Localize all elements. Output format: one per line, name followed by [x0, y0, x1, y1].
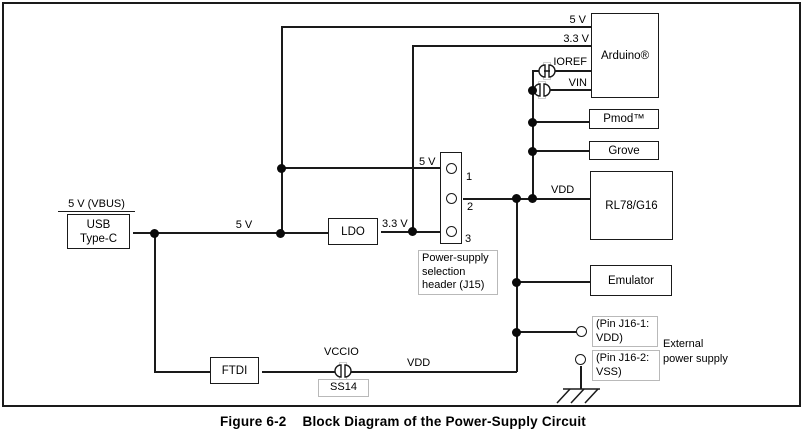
diagram-border: [2, 2, 801, 407]
grove-block: Grove: [589, 141, 659, 160]
vin-wire-label: VIN: [568, 77, 587, 89]
ftdi-block: FTDI: [210, 357, 259, 384]
ftdi-label: FTDI: [221, 364, 248, 377]
j16-2-line1: (Pin J16-2:: [596, 352, 650, 364]
junction-dot: [512, 278, 521, 287]
wire-3v3-top: [412, 45, 591, 47]
wire-ground-stem: [580, 366, 582, 389]
usb-line1: USB: [86, 218, 111, 231]
vdd-bottom-wire-label: VDD: [407, 357, 431, 369]
wire-pmod: [532, 121, 589, 123]
ldo-3v3-wire-label: 3.3 V: [382, 218, 408, 230]
wire-grove: [532, 150, 589, 152]
j16-1-line1: (Pin J16-1:: [596, 318, 650, 330]
ss14-diode-icon: [334, 362, 352, 380]
external-note-line1: External: [663, 338, 704, 350]
wire-riser-usb: [154, 232, 156, 372]
wire-ftdi-vdd: [262, 371, 517, 373]
figure-title: Block Diagram of the Power-Supply Circui…: [302, 414, 586, 429]
wire-riser-5v: [281, 26, 283, 233]
j15-pin1-number: 1: [466, 171, 473, 183]
pin1-5v-wire-label: 5 V: [419, 156, 436, 168]
wire-usb-ftdi: [154, 371, 211, 373]
j15-pin3-number: 3: [465, 233, 472, 245]
usb-line2: Type-C: [79, 232, 118, 245]
junction-dot: [512, 328, 521, 337]
ioref-jumper-icon: [538, 62, 556, 80]
j16-1-line2: VDD): [596, 331, 623, 344]
arduino-5v-wire-label: 5 V: [569, 14, 586, 26]
j16-2-label-box: (Pin J16-2: VSS): [592, 350, 660, 381]
ss14-label-box: SS14: [318, 379, 369, 397]
arduino-label: Arduino®: [600, 49, 650, 62]
j15-caption-line3: header (J15): [422, 279, 485, 291]
emulator-label: Emulator: [607, 274, 655, 287]
j16-1-label-box: (Pin J16-1: VDD): [592, 316, 658, 347]
wire-vin: [532, 89, 591, 91]
figure-number: Figure 6-2: [219, 414, 287, 429]
wire-5v-pin1: [281, 167, 447, 169]
junction-dot: [528, 194, 537, 203]
wire-j16-1: [516, 331, 577, 333]
j15-caption-box: Power-supply selection header (J15): [418, 250, 498, 295]
rl78-g16-label: RL78/G16: [605, 199, 658, 212]
usb-5v-wire-label: 5 V: [235, 219, 253, 231]
vdd-main-wire-label: VDD: [551, 184, 575, 196]
j15-caption-line1: Power-supply: [422, 252, 489, 264]
usb-vbus-label: 5 V (VBUS): [58, 198, 135, 212]
ldo-label: LDO: [341, 225, 365, 238]
wire-riser-3v3: [412, 45, 414, 232]
arduino-block: Arduino®: [591, 13, 659, 98]
ldo-block: LDO: [328, 218, 378, 245]
ground-icon: [556, 388, 600, 404]
junction-dot: [408, 227, 417, 236]
j15-pin2-number: 2: [467, 201, 474, 213]
j15-pin2-circle: [446, 193, 457, 204]
external-power-note: External power supply: [663, 337, 728, 367]
figure-caption: Figure 6-2 Block Diagram of the Power-Sup…: [0, 414, 806, 429]
wire-ioref: [532, 70, 591, 72]
pmod-label: Pmod™: [603, 113, 645, 125]
junction-dot: [528, 86, 537, 95]
vccio-wire-label: VCCIO: [324, 346, 359, 358]
j15-pin3-circle: [446, 226, 457, 237]
j16-2-pin-circle: [575, 354, 586, 365]
junction-dot: [150, 229, 159, 238]
emulator-block: Emulator: [590, 265, 672, 296]
j16-1-pin-circle: [576, 326, 587, 337]
wire-vdd-main: [463, 198, 590, 200]
junction-dot: [528, 118, 537, 127]
arduino-3v3-wire-label: 3.3 V: [563, 33, 589, 45]
usb-type-c-block: USB Type-C: [67, 214, 130, 249]
wire-usb-ldo: [133, 232, 329, 234]
junction-dot: [277, 164, 286, 173]
pmod-block: Pmod™: [589, 109, 659, 129]
external-note-line2: power supply: [663, 353, 728, 365]
junction-dot: [528, 147, 537, 156]
wire-emulator: [516, 281, 590, 283]
grove-label: Grove: [608, 144, 640, 157]
rl78-g16-block: RL78/G16: [590, 171, 673, 240]
junction-dot: [276, 229, 285, 238]
ioref-wire-label: IOREF: [553, 56, 587, 68]
j15-pin1-circle: [446, 163, 457, 174]
j15-caption-line2: selection: [422, 265, 466, 278]
wire-riser-vdd-up: [532, 70, 534, 199]
wire-5v-top: [281, 26, 591, 28]
j16-2-line2: VSS): [596, 365, 622, 378]
junction-dot: [512, 194, 521, 203]
